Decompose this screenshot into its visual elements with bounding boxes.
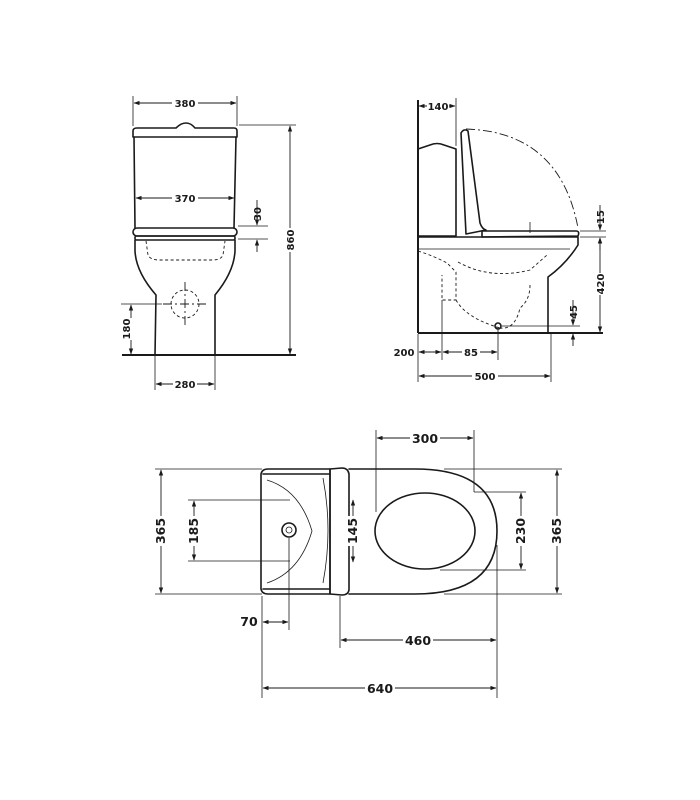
dim-outlet-setback: 85 xyxy=(464,348,478,359)
seat-lid xyxy=(132,227,238,237)
cistern-side xyxy=(417,142,457,237)
flush-button-icon xyxy=(281,522,297,538)
seat-side xyxy=(481,230,580,238)
raised-seat-lid xyxy=(460,129,487,235)
dim-total-height: 860 xyxy=(286,230,297,251)
dim-overall-width-left: 365 xyxy=(153,518,168,544)
dim-overall-depth: 500 xyxy=(475,372,496,383)
cistern-lid xyxy=(132,122,238,138)
seat-ring xyxy=(134,235,236,241)
dim-tank-width: 370 xyxy=(175,194,196,205)
cistern-top-edges xyxy=(262,473,330,590)
dim-fixing-spacing: 185 xyxy=(186,518,201,544)
top-view: 300 365 185 145 230 365 70 460 640 xyxy=(153,430,564,698)
dim-wall-offset: 200 xyxy=(394,348,415,359)
bowl-outline xyxy=(134,239,236,356)
dim-seat-hinge-width: 145 xyxy=(345,518,360,544)
trap-hidden-line xyxy=(417,250,548,329)
dim-seat-height: 420 xyxy=(596,274,607,295)
bowl-opening xyxy=(374,492,476,570)
dim-bowl-opening-width: 230 xyxy=(513,518,528,544)
seat-hinge-top xyxy=(329,467,350,596)
dim-seat-gap: 30 xyxy=(253,207,264,221)
bowl-hidden-line xyxy=(145,240,226,261)
dim-overall-width-right: 365 xyxy=(549,518,564,544)
lid-swing-arc xyxy=(465,128,579,229)
dim-bowl-opening-length: 300 xyxy=(412,431,438,446)
cistern-inner-curve xyxy=(266,479,313,584)
dim-bowl-length: 460 xyxy=(405,633,431,648)
outlet-hidden xyxy=(455,299,501,329)
flush-button-inner xyxy=(285,526,293,534)
side-view: 140 15 420 45 200 85 500 xyxy=(394,98,607,383)
dim-outlet-from-wall: 70 xyxy=(240,614,258,629)
dim-overall-length: 640 xyxy=(367,681,393,696)
bowl-outer-top xyxy=(348,468,498,595)
outlet-point xyxy=(494,322,502,330)
bowl-side xyxy=(417,236,579,334)
hinge-curve xyxy=(322,477,329,584)
dim-tank-depth: 140 xyxy=(428,102,449,113)
dim-outlet-center: 45 xyxy=(569,305,580,319)
cistern-body xyxy=(133,136,237,229)
dim-lid-thickness: 15 xyxy=(596,210,607,224)
dim-base-width: 280 xyxy=(175,380,196,391)
dim-outlet-height: 180 xyxy=(122,319,133,340)
dim-overall-width: 380 xyxy=(175,99,196,110)
front-view: 380 370 30 860 180 280 xyxy=(121,96,297,391)
